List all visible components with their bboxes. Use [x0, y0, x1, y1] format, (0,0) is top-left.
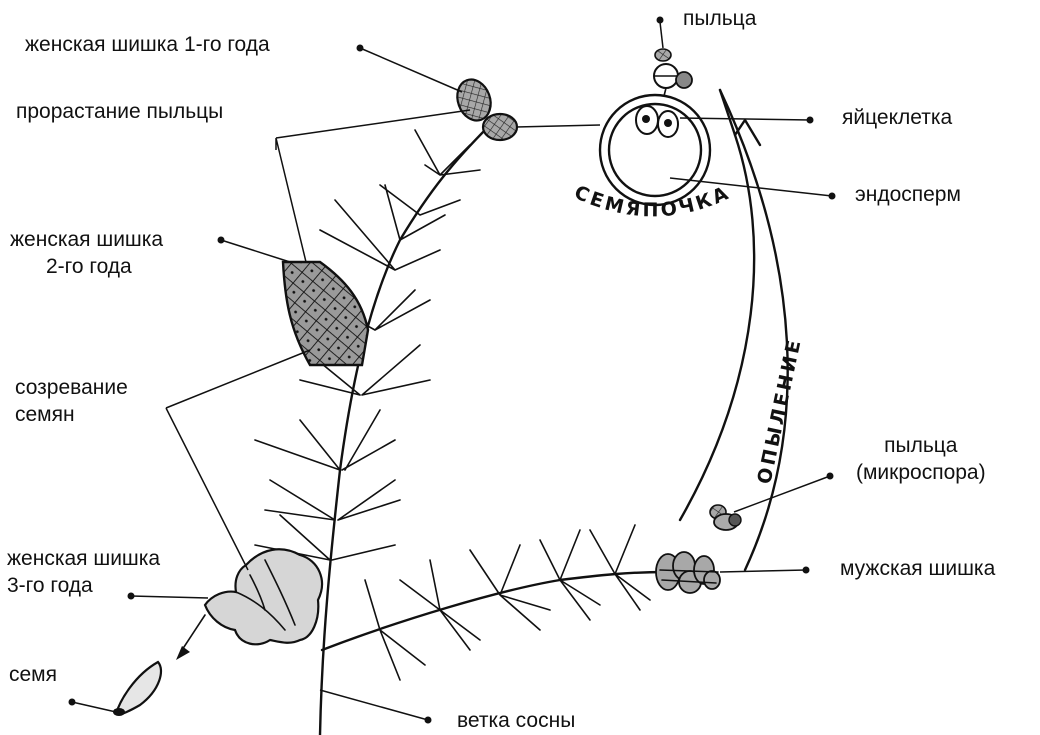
- female-cone-1-year: [452, 75, 517, 140]
- male-cone-label: мужская шишка: [840, 555, 995, 582]
- pollination-label: ОПЫЛЕНИЕ: [753, 335, 806, 486]
- seed: [113, 662, 161, 716]
- seed-fall-arrow: [182, 615, 205, 650]
- male-cone: [656, 552, 720, 593]
- ovule: [600, 95, 710, 205]
- seed-label: семя: [9, 661, 57, 688]
- pollen-top-label: пыльца: [683, 5, 756, 32]
- pine-needles: [255, 130, 480, 560]
- ovule-label: СЕМЯПОЧКА: [571, 181, 734, 221]
- female-cone-3-year: [205, 549, 322, 644]
- seed-fall-arrowhead: [176, 646, 190, 660]
- egg-cell-label: яйцеклетка: [842, 104, 952, 131]
- female-cone-3-year-label: женская шишка 3-го года: [7, 545, 160, 599]
- pollen-microspore-label: пыльца (микроспора): [856, 432, 986, 486]
- pine-branch-label: ветка сосны: [457, 707, 575, 734]
- female-cone-2-year: [283, 262, 368, 365]
- seed-ripening-label: созревание семян: [15, 374, 128, 428]
- female-cone-2-year-label: женская шишка 2-го года: [10, 226, 163, 280]
- pollen-microspore: [710, 505, 741, 530]
- pollen-germination-label: прорастание пыльцы: [16, 98, 223, 125]
- side-branch-needles: [365, 525, 650, 680]
- pollen-grain-top: [654, 49, 692, 96]
- endosperm-label: эндосперм: [855, 181, 961, 208]
- female-cone-1-year-label: женская шишка 1-го года: [25, 31, 270, 58]
